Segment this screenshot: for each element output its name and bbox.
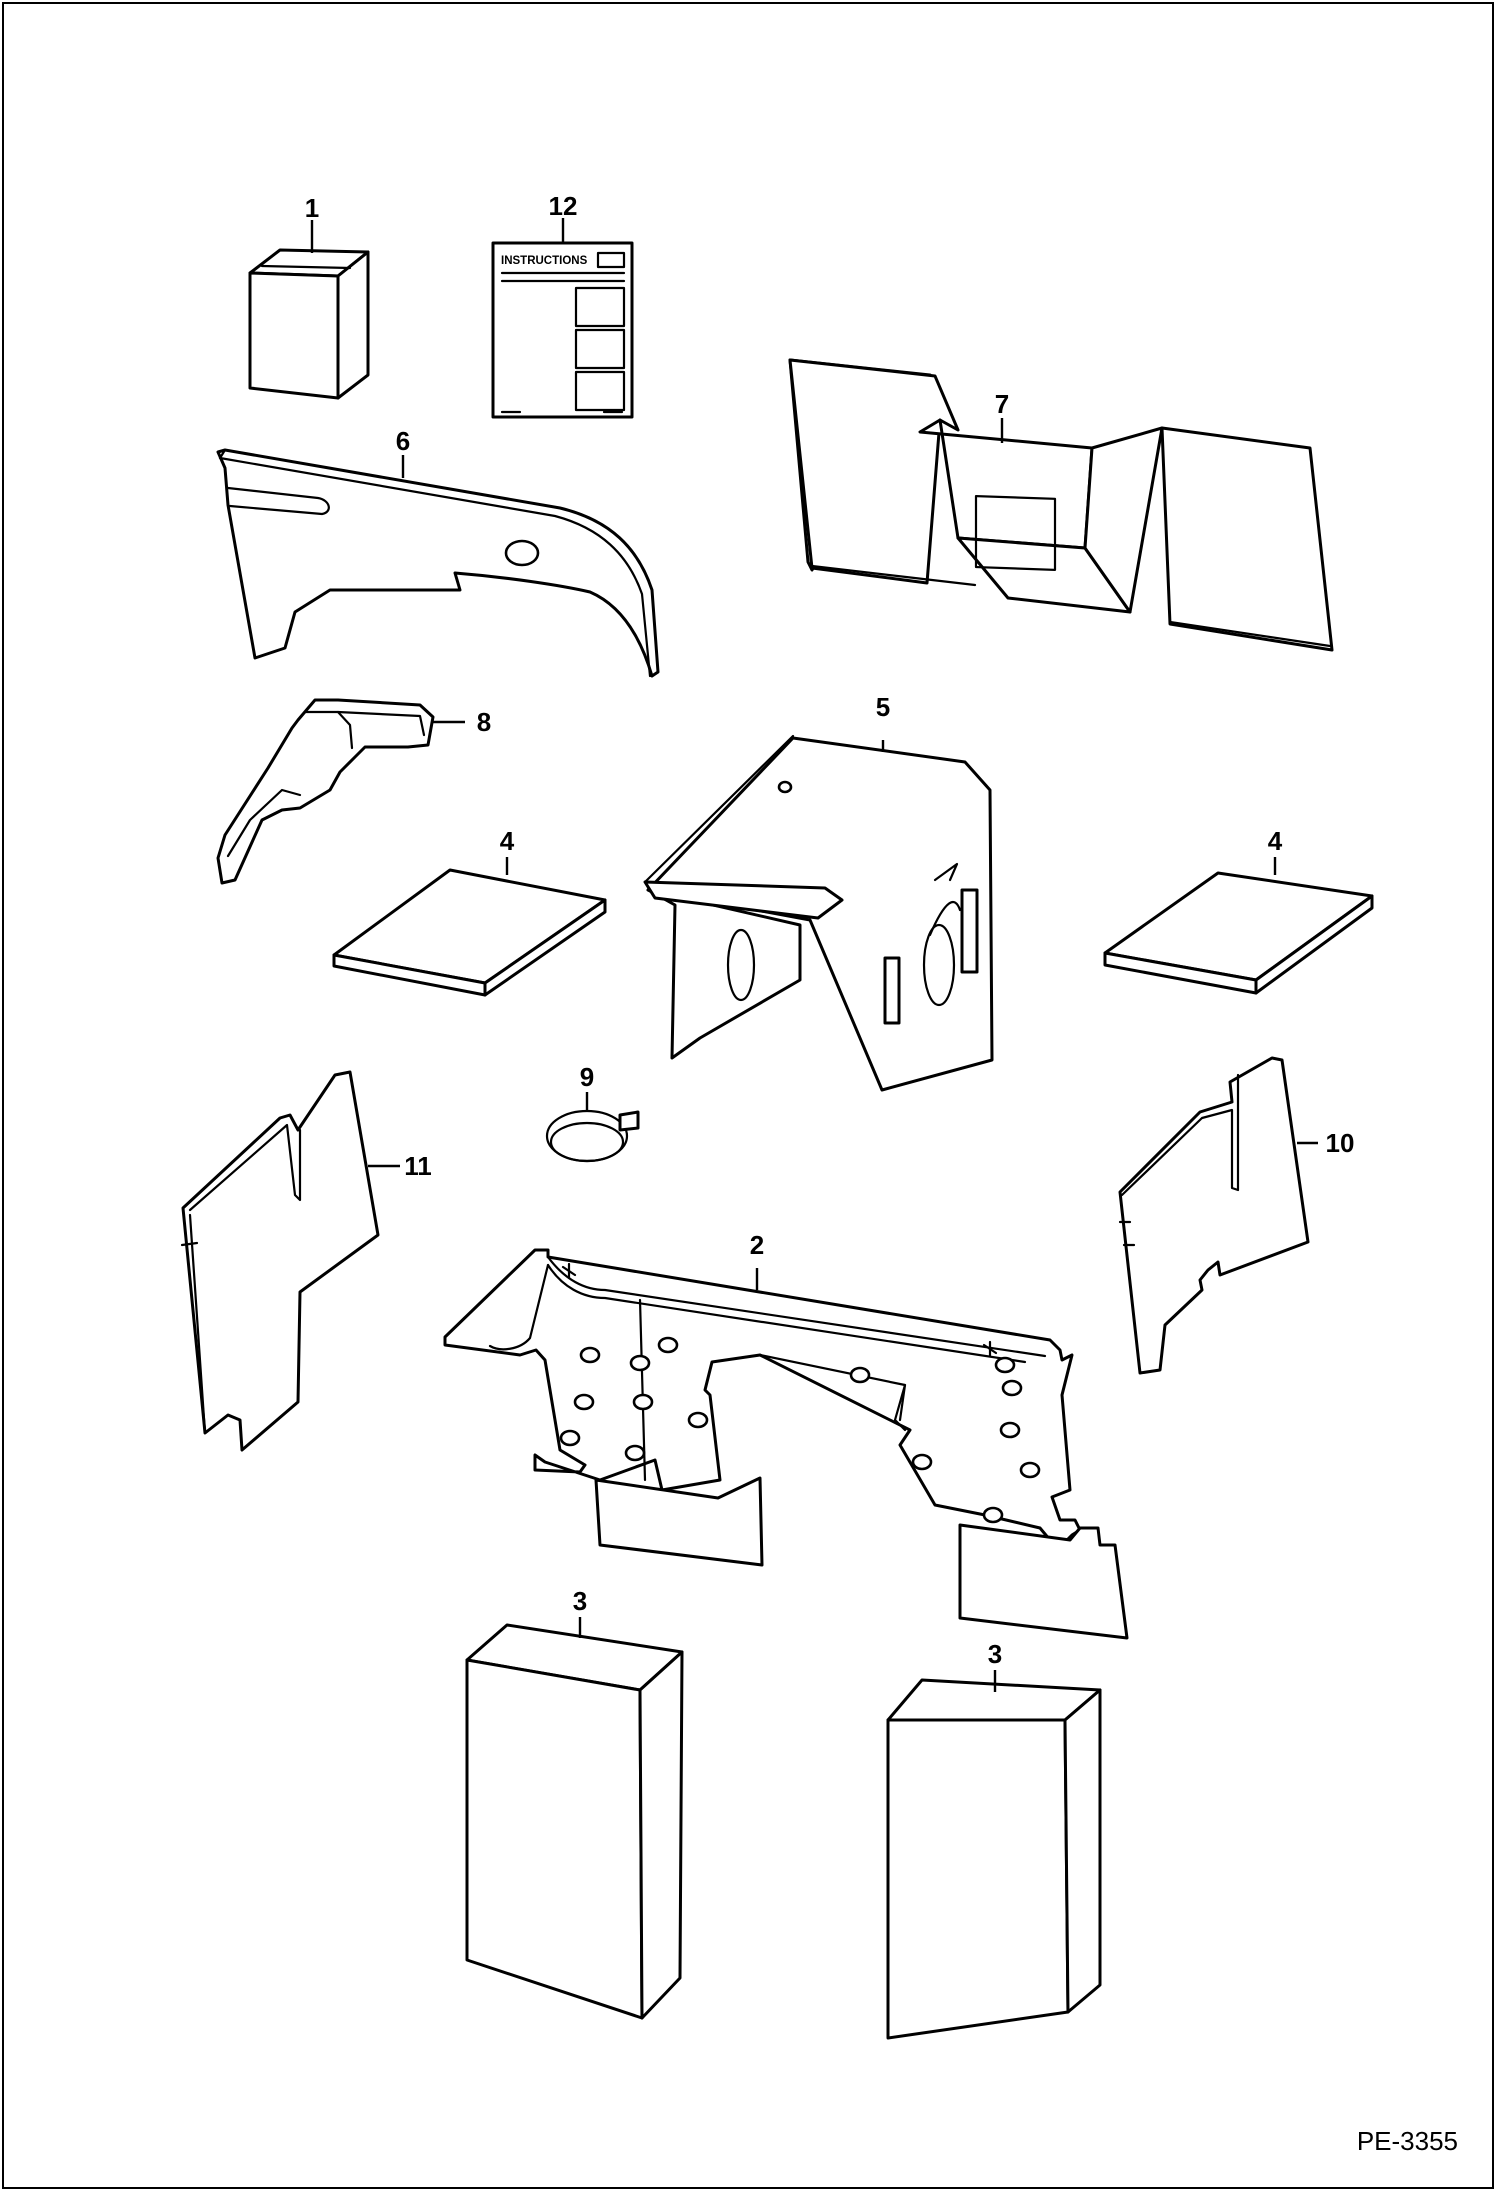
callout-labels: 1 12 7 6 8 5 4 4 9 11 10 2 3 3 bbox=[305, 191, 1355, 1669]
part-5-center-cover bbox=[643, 734, 994, 1092]
instruction-sheet-title: INSTRUCTIONS bbox=[501, 255, 588, 267]
part-12-instruction-sheet: INSTRUCTIONS bbox=[491, 241, 634, 419]
part-6-fender-liner bbox=[216, 448, 660, 678]
callout-2: 2 bbox=[750, 1230, 764, 1260]
callout-4-right: 4 bbox=[1268, 826, 1283, 856]
callout-8: 8 bbox=[477, 707, 491, 737]
part-3-left-block bbox=[465, 1623, 684, 2020]
callout-12: 12 bbox=[549, 191, 578, 221]
callout-4-left: 4 bbox=[500, 826, 515, 856]
part-11-side-panel bbox=[180, 1070, 380, 1452]
callout-9: 9 bbox=[580, 1062, 594, 1092]
part-9-band-clamp bbox=[545, 1109, 640, 1163]
part-4-right-flat-pad bbox=[1103, 871, 1374, 995]
part-4-left-flat-pad bbox=[332, 868, 607, 997]
drawing-code: PE-3355 bbox=[1357, 2126, 1458, 2156]
leader-lines bbox=[310, 218, 1318, 1692]
part-3-right-block bbox=[886, 1678, 1102, 2040]
part-2-floor-bracket bbox=[443, 1248, 1129, 1640]
part-10-side-panel bbox=[1118, 1056, 1310, 1375]
callout-7: 7 bbox=[995, 389, 1009, 419]
part-1-block bbox=[248, 248, 370, 400]
callout-3-left: 3 bbox=[573, 1586, 587, 1616]
callout-11: 11 bbox=[404, 1151, 432, 1181]
callout-6: 6 bbox=[396, 426, 410, 456]
callout-10: 10 bbox=[1326, 1128, 1355, 1158]
part-7-folding-panel bbox=[788, 358, 1334, 652]
callout-3-right: 3 bbox=[988, 1639, 1002, 1669]
callout-1: 1 bbox=[305, 193, 319, 223]
part-8-shaped-pad bbox=[216, 698, 435, 885]
callout-5: 5 bbox=[876, 692, 890, 722]
